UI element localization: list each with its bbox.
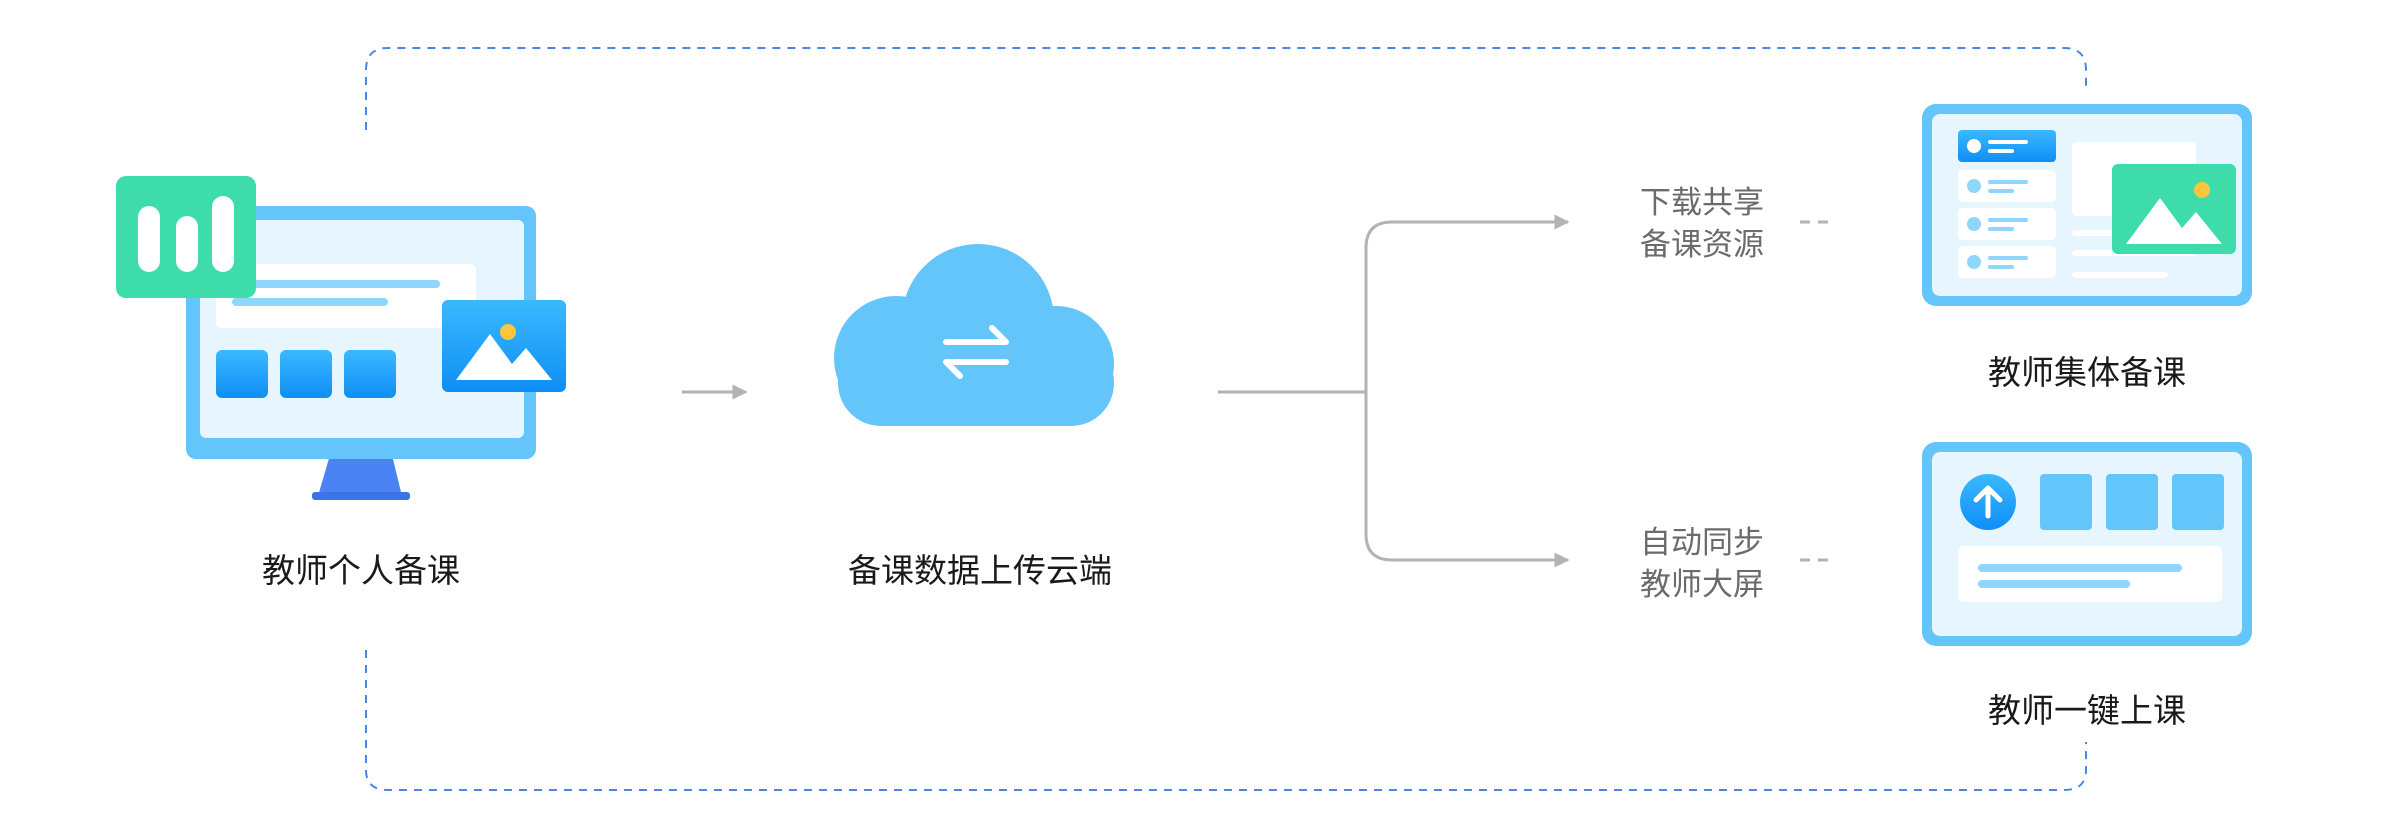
branch-label-download: 下载共享 备课资源 [1640, 182, 1764, 266]
branch-lower [1364, 392, 1570, 568]
screen-tile-3 [344, 350, 396, 398]
monitor-illustration [186, 206, 536, 500]
branch-label-sync-line1: 自动同步 [1640, 525, 1764, 561]
screen-card-line-2 [232, 298, 388, 306]
step-label-one-click-class: 教师一键上课 [1988, 691, 2186, 730]
branch-upper [1364, 214, 1570, 392]
dashed-loop-top [365, 47, 2087, 130]
screen-tile-2 [280, 350, 332, 398]
step-label-cloud-upload: 备课数据上传云端 [848, 551, 1112, 590]
monitor-base [312, 492, 410, 500]
dashed-loop-bottom [365, 650, 2087, 791]
cloud-icon [834, 244, 1114, 426]
image-icon [442, 300, 566, 392]
one-click-class-panel [1922, 442, 2252, 646]
branch-label-download-line2: 备课资源 [1640, 227, 1764, 263]
upload-arrow-icon [1960, 474, 2016, 530]
image-icon [2112, 164, 2236, 254]
step-label-collective-prep: 教师集体备课 [1988, 353, 2186, 392]
screen-card-line-1 [232, 280, 440, 288]
branch-label-sync-line2: 教师大屏 [1640, 567, 1764, 603]
bar-chart-icon [116, 176, 256, 298]
branch-label-sync: 自动同步 教师大屏 [1640, 522, 1764, 606]
screen-tile-1 [216, 350, 268, 398]
branch-label-download-line1: 下载共享 [1640, 185, 1764, 221]
monitor-stand [318, 455, 402, 496]
sync-arrows-icon [943, 325, 1009, 379]
step-label-personal-prep: 教师个人备课 [262, 551, 460, 590]
